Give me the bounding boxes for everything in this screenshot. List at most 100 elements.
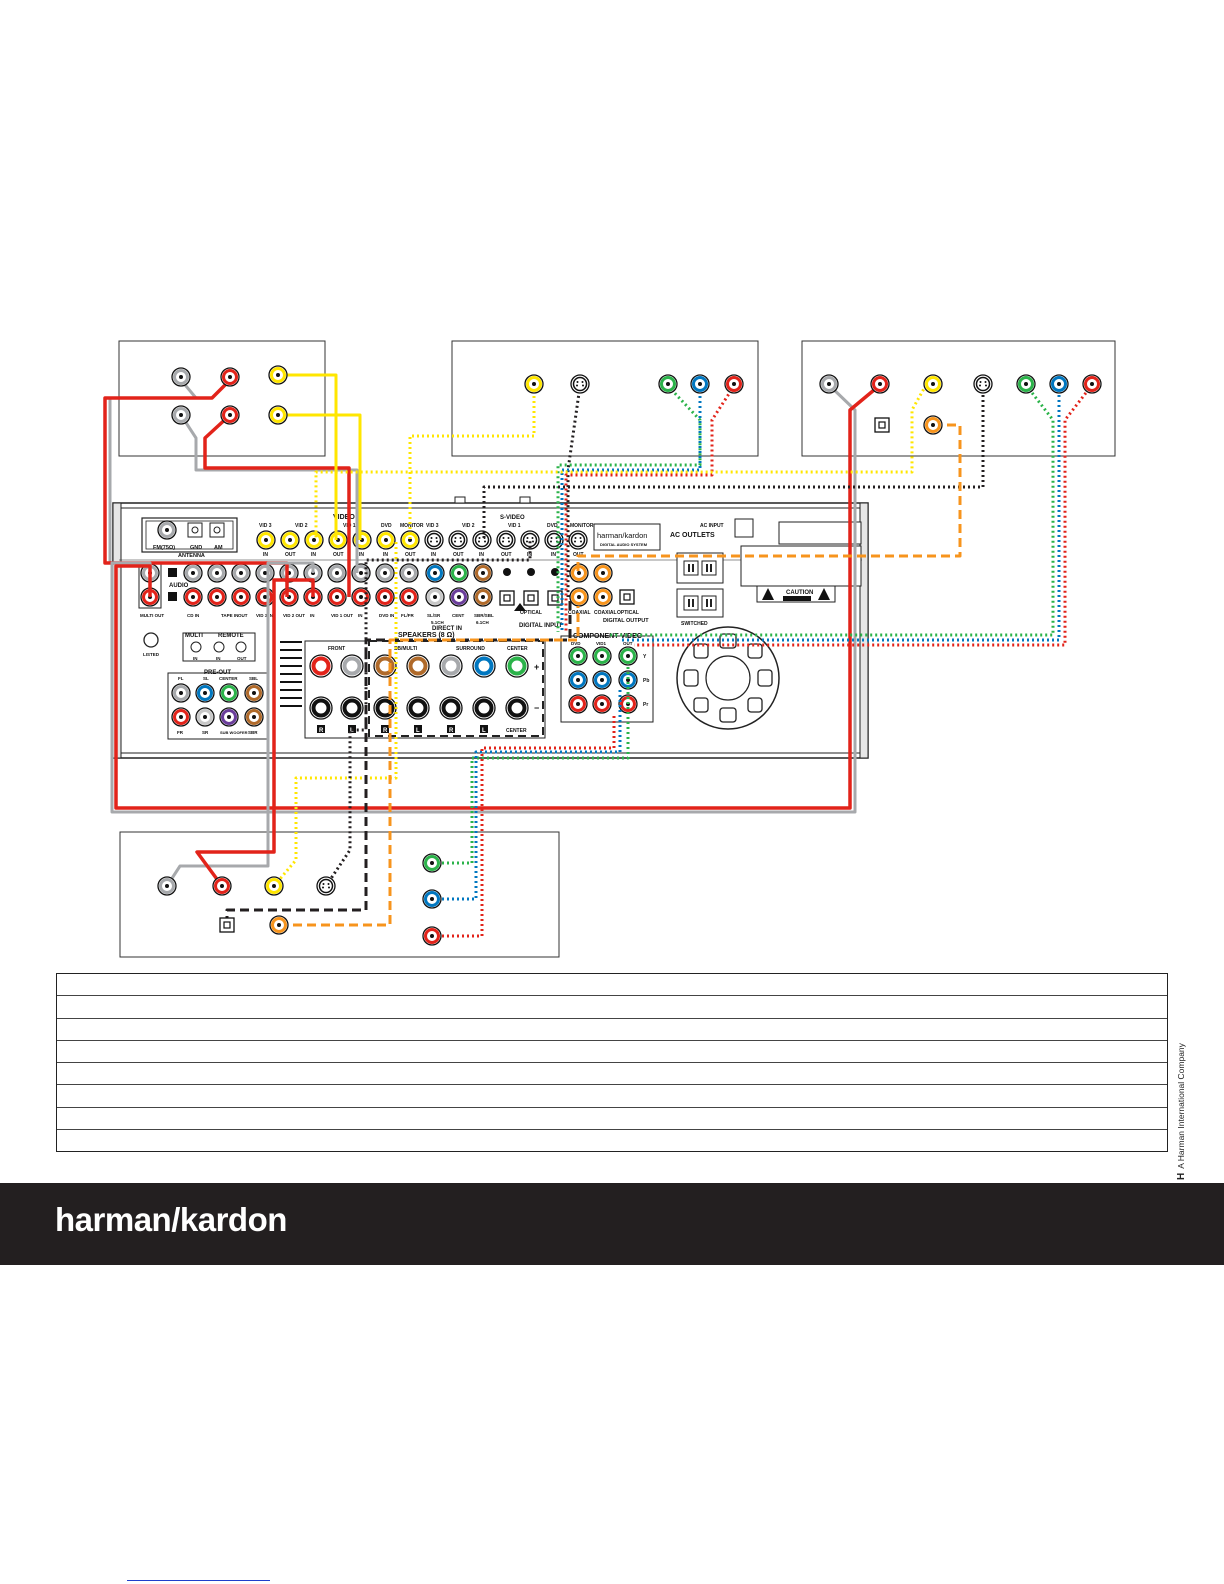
digital-out-coaxial: COAXIAL — [594, 610, 617, 616]
audio-col-vid1-in: IN — [358, 613, 363, 618]
direct-in-col-flfr: FL/FR — [401, 613, 414, 618]
audio-col-multi-out: MULTI OUT — [140, 613, 164, 618]
component-row-pr: Pr — [643, 702, 648, 708]
direct-in-col-slsr: SL/SR — [427, 613, 441, 618]
footer-link-underline[interactable] — [127, 1580, 270, 1581]
audio-col-cd: CD IN — [187, 613, 199, 618]
device-box-dvd-player — [451, 340, 759, 457]
svg-text:+: + — [534, 662, 539, 672]
svideo-io-4: IN — [527, 552, 532, 558]
ac-input-label: AC INPUT — [700, 523, 724, 529]
video-col-vid3: VID 3 — [259, 523, 272, 529]
remote-io-2: OUT — [237, 656, 247, 661]
fan-grille — [676, 626, 780, 730]
speaker-group-front: FRONT — [328, 646, 345, 652]
direct-in-col-sbr: SBR/SBL — [474, 613, 494, 618]
component-col-vid1: VID1 — [596, 641, 607, 646]
component-video-title: COMPONENT VIDEO — [573, 633, 643, 640]
antenna-title: ANTENNA — [178, 553, 205, 559]
antenna-fm-label: FM(75Ω) — [153, 545, 175, 551]
remote-label: REMOTE — [218, 633, 244, 639]
device-box-video-source — [119, 831, 560, 958]
audio-col-vid3: VID 3 IN — [256, 613, 273, 618]
speaker-pol-5: L — [482, 728, 486, 734]
svg-text:−: − — [534, 703, 539, 713]
audio-col-tape-in: TAPE IN — [221, 613, 238, 618]
speaker-pol-4: R — [449, 728, 454, 734]
notes-row — [57, 1130, 1167, 1152]
cables — [103, 373, 1094, 938]
ac-outlets-title: AC OUTLETS — [670, 532, 715, 539]
audio-row: AUDIO MULTI OUT CD IN TAPE IN OUT VID 3 … — [138, 561, 420, 618]
direct-in-title: DIRECT IN — [432, 626, 462, 632]
pre-out-bottom-sr: SR — [202, 730, 209, 735]
remote-io-1: IN — [216, 656, 221, 661]
speaker-pol-0: R — [319, 728, 324, 734]
direct-in-sub-61: 6.1CH — [476, 620, 489, 625]
svideo-io-3: OUT — [501, 552, 512, 558]
caution-label: CAUTION — [786, 590, 813, 596]
audio-label: AUDIO — [169, 583, 189, 589]
notes-row — [57, 1041, 1167, 1063]
video-group-label: VIDEO — [333, 514, 355, 521]
harman-tagline-text: A Harman International Company — [1176, 1043, 1186, 1169]
harman-tagline: H A Harman International Company — [1176, 1043, 1187, 1180]
receiver-brand-sub: DIGITAL AUDIO SYSTEM — [600, 542, 648, 547]
video-io-2: IN — [311, 552, 316, 558]
listed-label: LISTED — [143, 652, 160, 657]
digital-out-optical: OPTICAL — [617, 610, 639, 616]
pre-out-top-center: CENTER — [219, 676, 238, 681]
harman-h-logo-icon: H — [1176, 1172, 1187, 1180]
video-col-vid2: VID 2 — [295, 523, 308, 529]
speaker-group-surround: SURROUND — [456, 646, 485, 652]
audio-col-dvd: DVD IN — [379, 613, 394, 618]
video-io-4: IN — [359, 552, 364, 558]
multi-label: MULTI — [185, 633, 203, 639]
pre-out-block: PRE-OUT FL SL CENTER SBL FR SR SUB WOOFE… — [167, 670, 270, 740]
speaker-pol-2: R — [383, 728, 388, 734]
video-io-6: OUT — [405, 552, 416, 558]
direct-in-sub-51: 5.1CH — [431, 620, 444, 625]
component-col-dvd: DVD — [571, 641, 581, 646]
optical-label: OPTICAL — [520, 610, 542, 616]
notes-row — [57, 1019, 1167, 1041]
pre-out-top-sbl: SBL — [249, 676, 258, 681]
antenna-am-label: AM — [214, 545, 223, 551]
component-col-out: OUT — [623, 641, 633, 646]
video-col-dvd: DVD — [381, 523, 392, 529]
audio-col-vid2-in: IN — [310, 613, 315, 618]
ul-logo-icon — [143, 632, 159, 648]
audio-col-vid2: VID 2 OUT — [283, 613, 305, 618]
video-io-5: IN — [383, 552, 388, 558]
svideo-col-vid1: VID 1 — [508, 523, 521, 529]
ac-switched-label: SWITCHED — [681, 621, 708, 627]
svideo-col-monitor: MONITOR — [570, 523, 594, 529]
antenna-block: FM(75Ω) GND AM ANTENNA — [141, 517, 238, 559]
svideo-col-vid2: VID 2 — [462, 523, 475, 529]
footer-brand-logo: harman/kardon — [55, 1201, 287, 1238]
notes-row — [57, 996, 1167, 1019]
pre-out-top-sl: SL — [203, 676, 209, 681]
speaker-group-sb: SB/MULTI — [394, 646, 418, 652]
speaker-center-label: CENTER — [506, 728, 527, 734]
digital-output-title: DIGITAL OUTPUT — [603, 618, 649, 624]
speaker-pol-3: L — [416, 728, 420, 734]
vent-slots — [280, 641, 302, 707]
audio-col-tape-out: OUT — [238, 613, 248, 618]
svideo-io-5: IN — [551, 552, 556, 558]
direct-in-block: FL/FR SL/SR CENT SBR/SBL 5.1CH 6.1CH DIR… — [401, 562, 494, 632]
pre-out-bottom-fr: FR — [177, 730, 184, 735]
svideo-io-1: OUT — [453, 552, 464, 558]
video-io-3: OUT — [333, 552, 344, 558]
digital-input-title: DIGITAL INPUT — [519, 623, 562, 629]
svideo-col-vid3: VID 3 — [426, 523, 439, 529]
receiver-brand-name: harman/kardon — [597, 531, 647, 540]
direct-in-col-cent: CENT — [452, 613, 465, 618]
video-io-0: IN — [263, 552, 268, 558]
svideo-group-label: S-VIDEO — [500, 515, 525, 521]
svideo-col-dvd: DVD — [547, 523, 558, 529]
notes-row — [57, 974, 1167, 997]
svideo-io-2: IN — [479, 552, 484, 558]
antenna-gnd-label: GND — [190, 545, 202, 551]
audio-col-vid1: VID 1 OUT — [331, 613, 353, 618]
